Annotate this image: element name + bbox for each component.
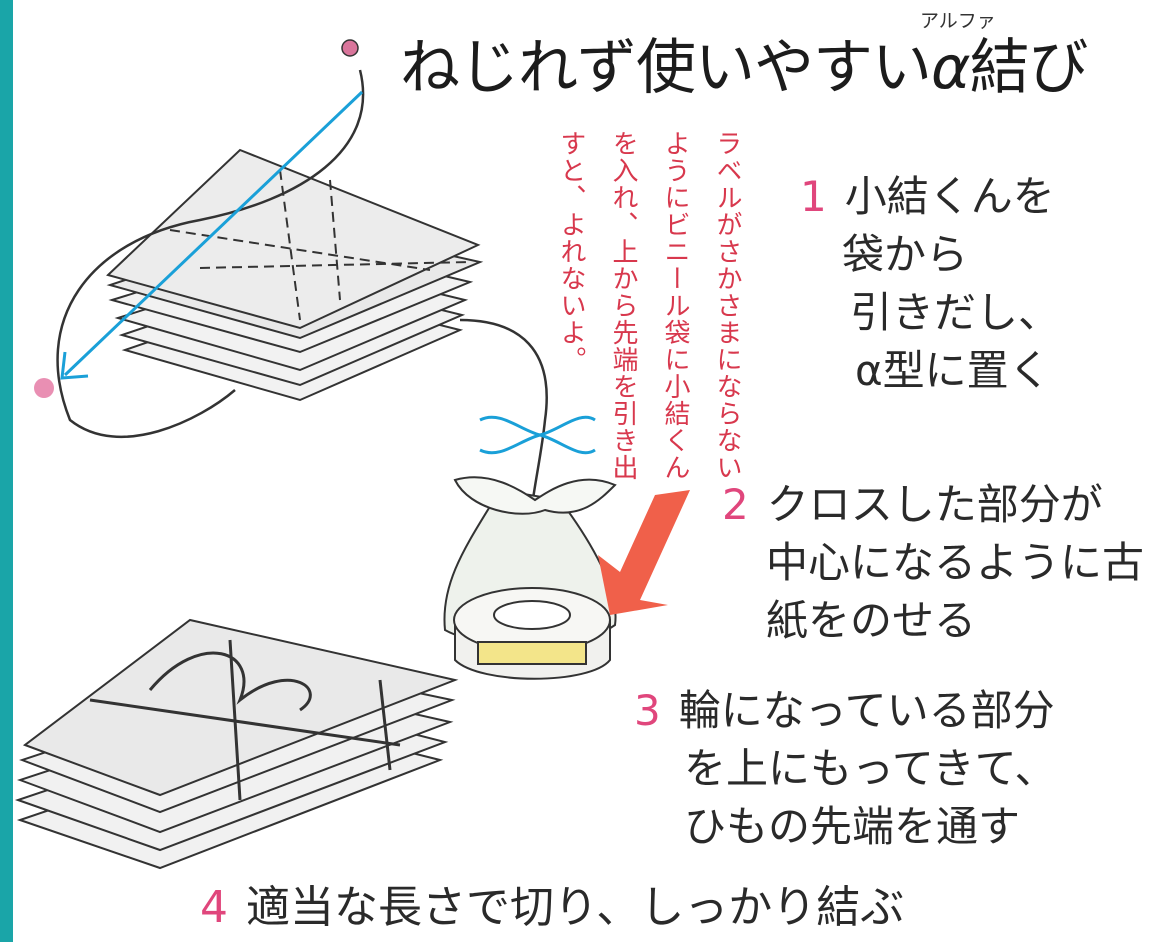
step-4-line-1: 適当な長さで切り、しっかり結ぶ (246, 882, 905, 933)
step-4: 4 適当な長さで切り、しっかり結ぶ (200, 878, 904, 938)
step-1-line-3: 引きだし、 (850, 288, 1061, 337)
page-title: ねじれず使いやすいα結び (400, 30, 1089, 106)
bottom-newspaper-stack (14, 618, 459, 870)
step-3-number: 3 (634, 686, 661, 735)
step-3-line-2: を上にもってきて、 (684, 744, 1057, 793)
note-line-2: ようにビニール袋に小結くん (660, 130, 690, 481)
step-2: 2 クロスした部分が 中心になるように古 紙をのせる (722, 476, 1144, 650)
note-line-4: すと、よれないよ。 (556, 130, 586, 373)
string-end-top (341, 39, 359, 57)
step-2-line-3: 紙をのせる (766, 596, 977, 645)
step-2-line-1: クロスした部分が (766, 480, 1103, 529)
string-roll (453, 587, 611, 680)
pointer-arrow (598, 490, 690, 615)
note-line-3: を入れ、上から先端を引き出 (608, 130, 638, 481)
left-border (0, 0, 13, 942)
title-suffix: 結び (969, 33, 1089, 103)
title-main: ねじれず使いやすい (400, 33, 932, 103)
title-alpha: α (931, 33, 971, 103)
step-4-number: 4 (200, 882, 228, 933)
string-end-bottom (34, 378, 54, 398)
step-1-line-4: α型に置く (855, 346, 1051, 395)
step-1: 1 小結くんを 袋から 引きだし、 α型に置く (800, 168, 1060, 400)
step-2-line-2: 中心になるように古 (766, 538, 1145, 587)
step-3: 3 輪になっている部分 を上にもってきて、 ひもの先端を通す (634, 682, 1057, 856)
step-2-number: 2 (722, 480, 749, 529)
step-3-line-1: 輪になっている部分 (678, 686, 1055, 735)
direction-arrow (60, 90, 364, 380)
step-3-line-3: ひもの先端を通す (684, 802, 1021, 851)
blue-tie (479, 415, 596, 455)
note-line-1: ラベルがさかさまにならない (712, 130, 742, 481)
step-1-line-1: 小結くんを (844, 172, 1055, 221)
top-newspaper-stack (106, 148, 484, 402)
title-ruby: アルファ (920, 10, 996, 32)
step-1-number: 1 (800, 172, 827, 221)
step-1-line-2: 袋から (842, 230, 969, 279)
